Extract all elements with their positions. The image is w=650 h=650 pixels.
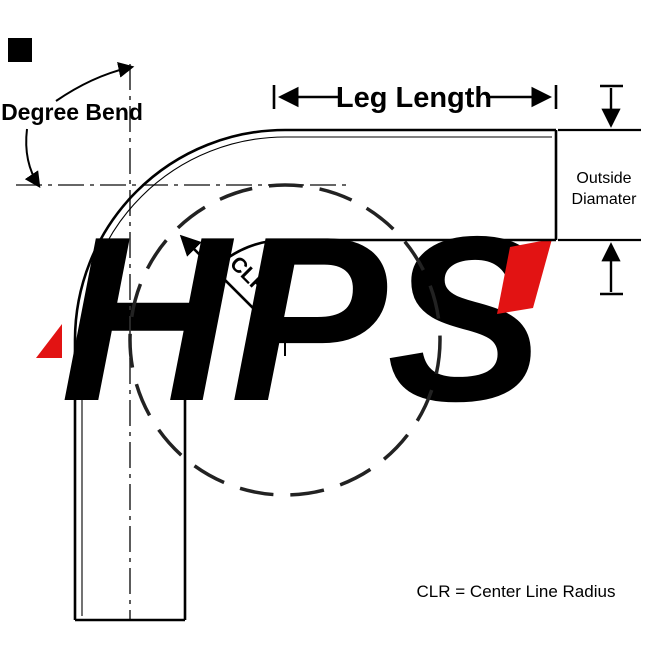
od-label-line2: Diamater — [572, 191, 638, 208]
outside-diameter-dimension: Outside Diamater — [558, 84, 641, 296]
degree-bend-arc-lower — [24, 128, 41, 188]
logo-black-square — [8, 38, 32, 62]
tube-wall-line — [81, 136, 552, 616]
watermark-red-accent-left-icon — [36, 324, 62, 358]
watermark-text: HPS — [60, 187, 543, 450]
degree-bend-dimension: Degree Bend — [1, 61, 143, 188]
leg-length-dimension: Leg Length — [272, 82, 558, 114]
leg-length-label: Leg Length — [336, 82, 492, 114]
clr-circle — [128, 183, 442, 497]
clr-arrow — [179, 234, 286, 341]
clr-dimension: CLR — [179, 234, 301, 356]
center-cross-icon — [269, 324, 301, 356]
od-label-line1: Outside — [576, 170, 631, 187]
clr-note: CLR = Center Line Radius — [417, 582, 616, 601]
degree-bend-arc-upper — [55, 61, 135, 102]
watermark-red-accent-right-icon — [497, 239, 552, 314]
watermark-logo: HPS — [8, 38, 552, 450]
degree-bend-label: Degree Bend — [1, 99, 143, 125]
